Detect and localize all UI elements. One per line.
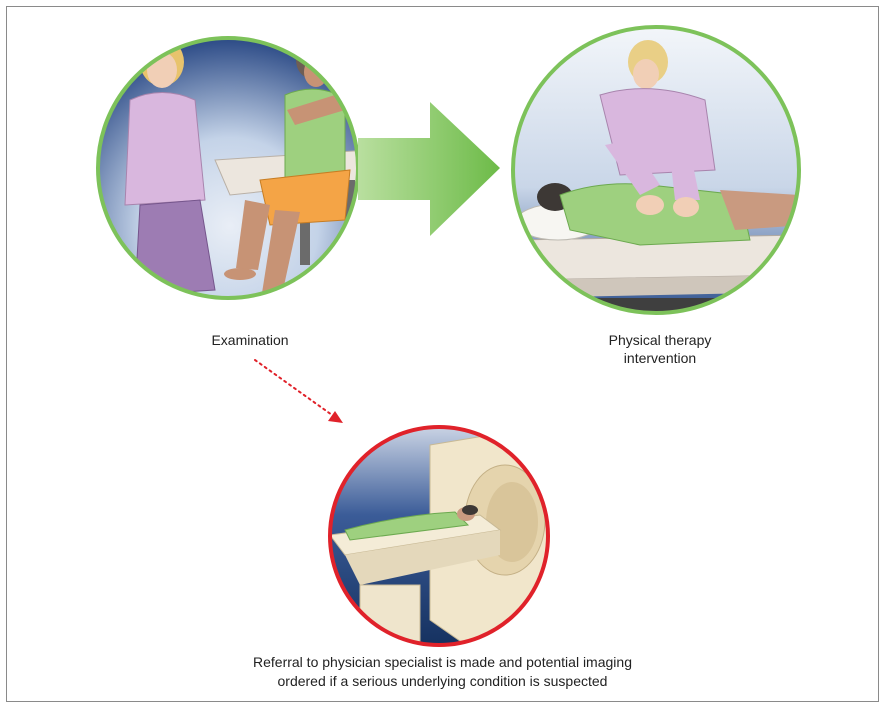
examination-illustration [90,30,370,315]
therapy-illustration [510,25,805,328]
referral-caption-line2: ordered if a serious underlying conditio… [120,672,765,690]
mri-illustration [328,425,555,650]
physical-therapy-caption: Physical therapy intervention [560,331,760,367]
dotted-arrow-icon [255,360,343,423]
examination-caption: Examination [190,331,310,349]
physical-therapy-caption-line2: intervention [560,349,760,367]
physical-therapy-caption-line1: Physical therapy [560,331,760,349]
right-arrow-icon [358,102,500,236]
referral-caption-line1: Referral to physician specialist is made… [120,653,765,671]
